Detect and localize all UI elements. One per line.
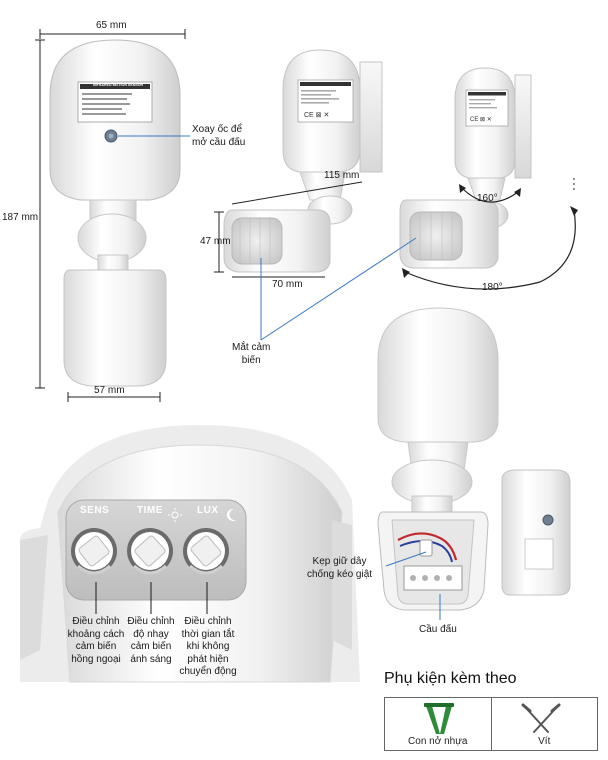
sensor-head-front <box>63 269 167 387</box>
accessory-wall-plug: Con nở nhựa <box>385 698 491 750</box>
callout-sensor-eye: Mắt cảm biến <box>232 342 271 366</box>
accessory-label: Con nở nhựa <box>408 736 468 747</box>
label-plate-title: INFRARED MOTION SENSOR <box>93 83 144 87</box>
cable-clamp-icon <box>419 539 433 557</box>
sens-description: Điều chỉnh khoảng cách cảm biến hồng ngo… <box>67 616 125 665</box>
time-knob <box>127 528 173 575</box>
sens-knob <box>71 528 117 575</box>
time-label: TIME <box>137 505 163 516</box>
dim-width-top: 65 mm <box>96 20 127 31</box>
dim-height-total: 187 mm <box>2 212 39 223</box>
lux-description: Điều chỉnh thời gian tắt khi không phát … <box>179 616 237 677</box>
dim-height-head: 47 mm <box>200 236 231 247</box>
moon-icon <box>226 508 236 521</box>
sensor-eye-callout-lines <box>260 237 417 341</box>
device-open-view <box>377 307 571 620</box>
dim-width-head: 70 mm <box>272 279 303 290</box>
angle-tilt: 160° <box>477 193 498 204</box>
lux-label: LUX <box>197 505 219 516</box>
sun-icon <box>168 508 182 522</box>
accessories-table: Con nở nhựa Vít <box>384 697 598 751</box>
tilt-arc <box>461 187 519 203</box>
removed-cover <box>501 469 571 596</box>
accessories-title: Phụ kiện kèm theo <box>384 670 517 687</box>
callout-screw: Xoay ốc để mở cầu đấu <box>192 124 246 148</box>
sens-label: SENS <box>80 505 110 516</box>
callout-cable-clamp: Kẹp giữ dây chống kéo giật <box>307 556 373 580</box>
dim-length-head: 115 mm <box>324 170 360 181</box>
svg-text:CE ⊠ ✕: CE ⊠ ✕ <box>304 112 329 119</box>
rotate-arc <box>404 209 576 290</box>
wall-plug-icon <box>424 703 454 734</box>
device-front-view <box>35 29 190 402</box>
angle-rotate: 180° <box>482 282 503 293</box>
lux-knob <box>183 528 229 575</box>
device-side-view: CE ⊠ ✕ <box>214 49 383 278</box>
screw-icon <box>521 703 561 733</box>
device-rotation-view: CE ⊠ ✕ <box>399 67 578 290</box>
control-panel-closeup <box>20 425 360 683</box>
dim-width-bottom: 57 mm <box>94 385 125 396</box>
accessory-label: Vít <box>538 736 551 747</box>
svg-text:CE ⊠ ✕: CE ⊠ ✕ <box>470 117 492 123</box>
accessory-screw: Vít <box>490 698 598 750</box>
callout-terminal-block: Cầu đấu <box>419 624 457 635</box>
time-description: Điều chỉnh độ nhạy cảm biến ánh sáng <box>127 616 175 665</box>
